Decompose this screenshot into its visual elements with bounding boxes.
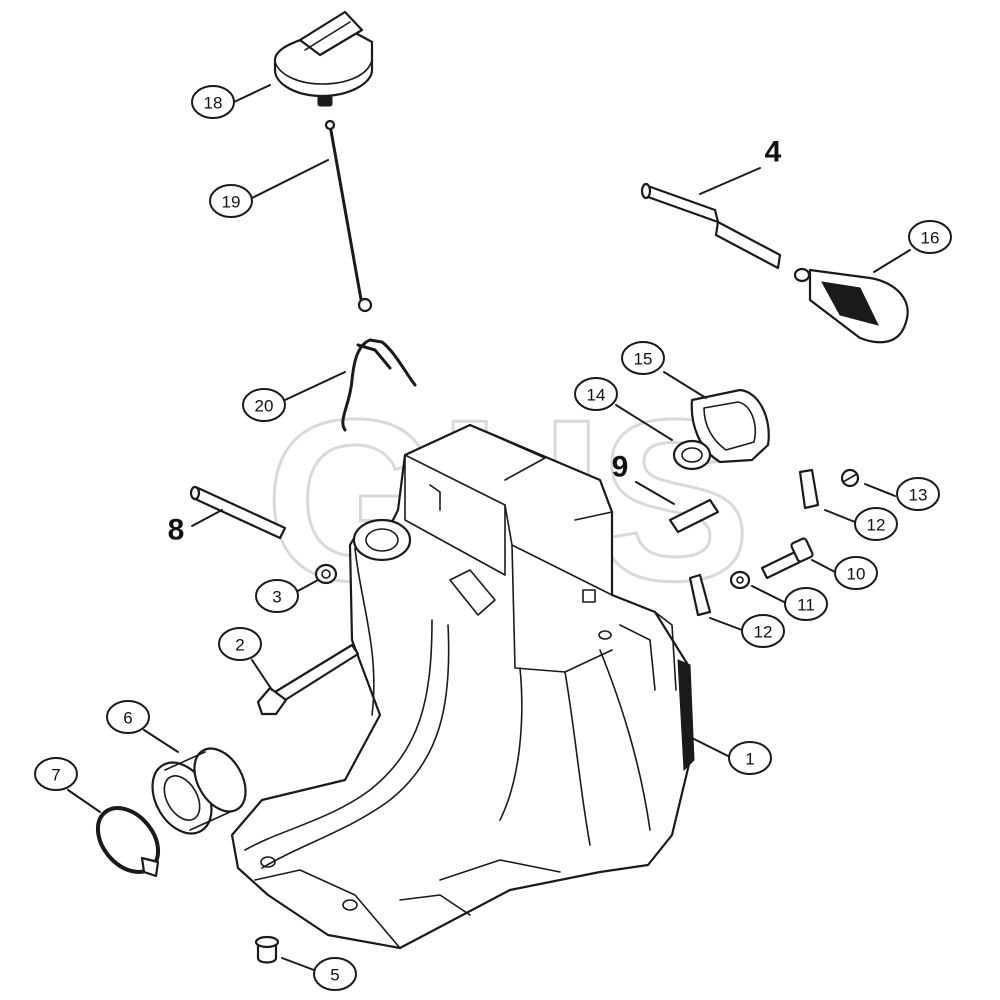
leader-3 <box>295 579 319 593</box>
part-2-long-bolt <box>256 643 360 716</box>
leader-1 <box>691 737 733 759</box>
callout-5-label: 5 <box>330 966 339 985</box>
callout-10-label: 10 <box>847 565 866 584</box>
leader-15 <box>663 371 707 399</box>
leader-12b <box>709 617 743 631</box>
callout-5: 5 <box>313 957 357 991</box>
callout-18: 18 <box>191 85 235 119</box>
callout-1: 1 <box>728 741 772 775</box>
callout-14: 14 <box>574 377 618 411</box>
callout-2: 2 <box>218 627 262 661</box>
leader-8 <box>191 509 223 527</box>
leader-4 <box>699 167 761 195</box>
callout-12-lower-label: 12 <box>754 623 773 642</box>
leader-10 <box>811 559 836 573</box>
callout-7: 7 <box>34 757 78 791</box>
leader-19 <box>251 159 329 199</box>
callout-6: 6 <box>106 700 150 734</box>
leader-20 <box>284 371 346 401</box>
callout-1-label: 1 <box>745 750 754 769</box>
part-13-small-screw <box>840 468 860 488</box>
leader-18 <box>233 84 271 103</box>
leader-16 <box>873 249 911 273</box>
leader-6 <box>143 729 179 753</box>
callout-13: 13 <box>896 477 940 511</box>
callout-12-upper: 12 <box>854 507 898 541</box>
part-9-pin <box>668 498 720 534</box>
part-10-bolt <box>760 537 814 580</box>
leader-9 <box>635 481 675 505</box>
callout-13-label: 13 <box>909 486 928 505</box>
callout-15: 15 <box>621 341 665 375</box>
leader-12a <box>824 509 856 523</box>
part-15-gasket <box>690 388 770 464</box>
leader-11 <box>751 585 785 603</box>
callout-6-label: 6 <box>123 709 132 728</box>
part-3-nut <box>314 563 338 585</box>
callout-19-label: 19 <box>222 193 241 212</box>
callout-19: 19 <box>209 184 253 218</box>
callout-10: 10 <box>834 556 878 590</box>
label-4: 4 <box>765 136 782 169</box>
leader-14 <box>615 404 673 441</box>
callout-16: 16 <box>908 220 952 254</box>
leader-lines <box>67 84 911 971</box>
callout-20: 20 <box>242 388 286 422</box>
callout-12-upper-label: 12 <box>867 516 886 535</box>
leader-7 <box>67 789 101 813</box>
leader-5 <box>281 957 315 971</box>
leader-2 <box>251 659 273 691</box>
part-12-clip-lower <box>688 573 712 617</box>
label-9: 9 <box>612 451 629 484</box>
part-19-pickup-line <box>324 119 373 313</box>
part-14-grommet <box>672 439 712 471</box>
part-16-fuel-filter <box>793 267 909 344</box>
callout-15-label: 15 <box>634 350 653 369</box>
callout-20-label: 20 <box>255 397 274 416</box>
part-11-washer <box>729 570 751 590</box>
callout-18-label: 18 <box>204 94 223 113</box>
part-1-housing <box>230 423 695 950</box>
part-18-fuel-cap <box>273 10 374 107</box>
part-7-hose-clamp <box>95 806 161 878</box>
part-20-spring-clip <box>341 338 417 432</box>
part-4-fuel-hose <box>640 182 782 270</box>
part-8-rod <box>189 485 287 540</box>
part-6-intake-flange <box>151 747 247 835</box>
callout-12-lower: 12 <box>741 614 785 648</box>
callout-16-label: 16 <box>921 229 940 248</box>
callout-3: 3 <box>255 579 299 613</box>
callout-14-label: 14 <box>587 386 606 405</box>
callouts: 18 19 20 16 15 14 13 12 10 11 12 3 2 6 7… <box>34 85 952 991</box>
callout-2-label: 2 <box>235 636 244 655</box>
callout-3-label: 3 <box>272 588 281 607</box>
label-8: 8 <box>168 514 185 547</box>
part-12-clip-upper <box>798 468 820 510</box>
callout-11-label: 11 <box>797 596 815 615</box>
leader-13 <box>864 483 896 497</box>
callout-7-label: 7 <box>51 766 60 785</box>
plain-labels: 4 9 8 <box>168 136 782 547</box>
part-5-plug <box>254 935 280 964</box>
callout-11: 11 <box>784 587 828 621</box>
